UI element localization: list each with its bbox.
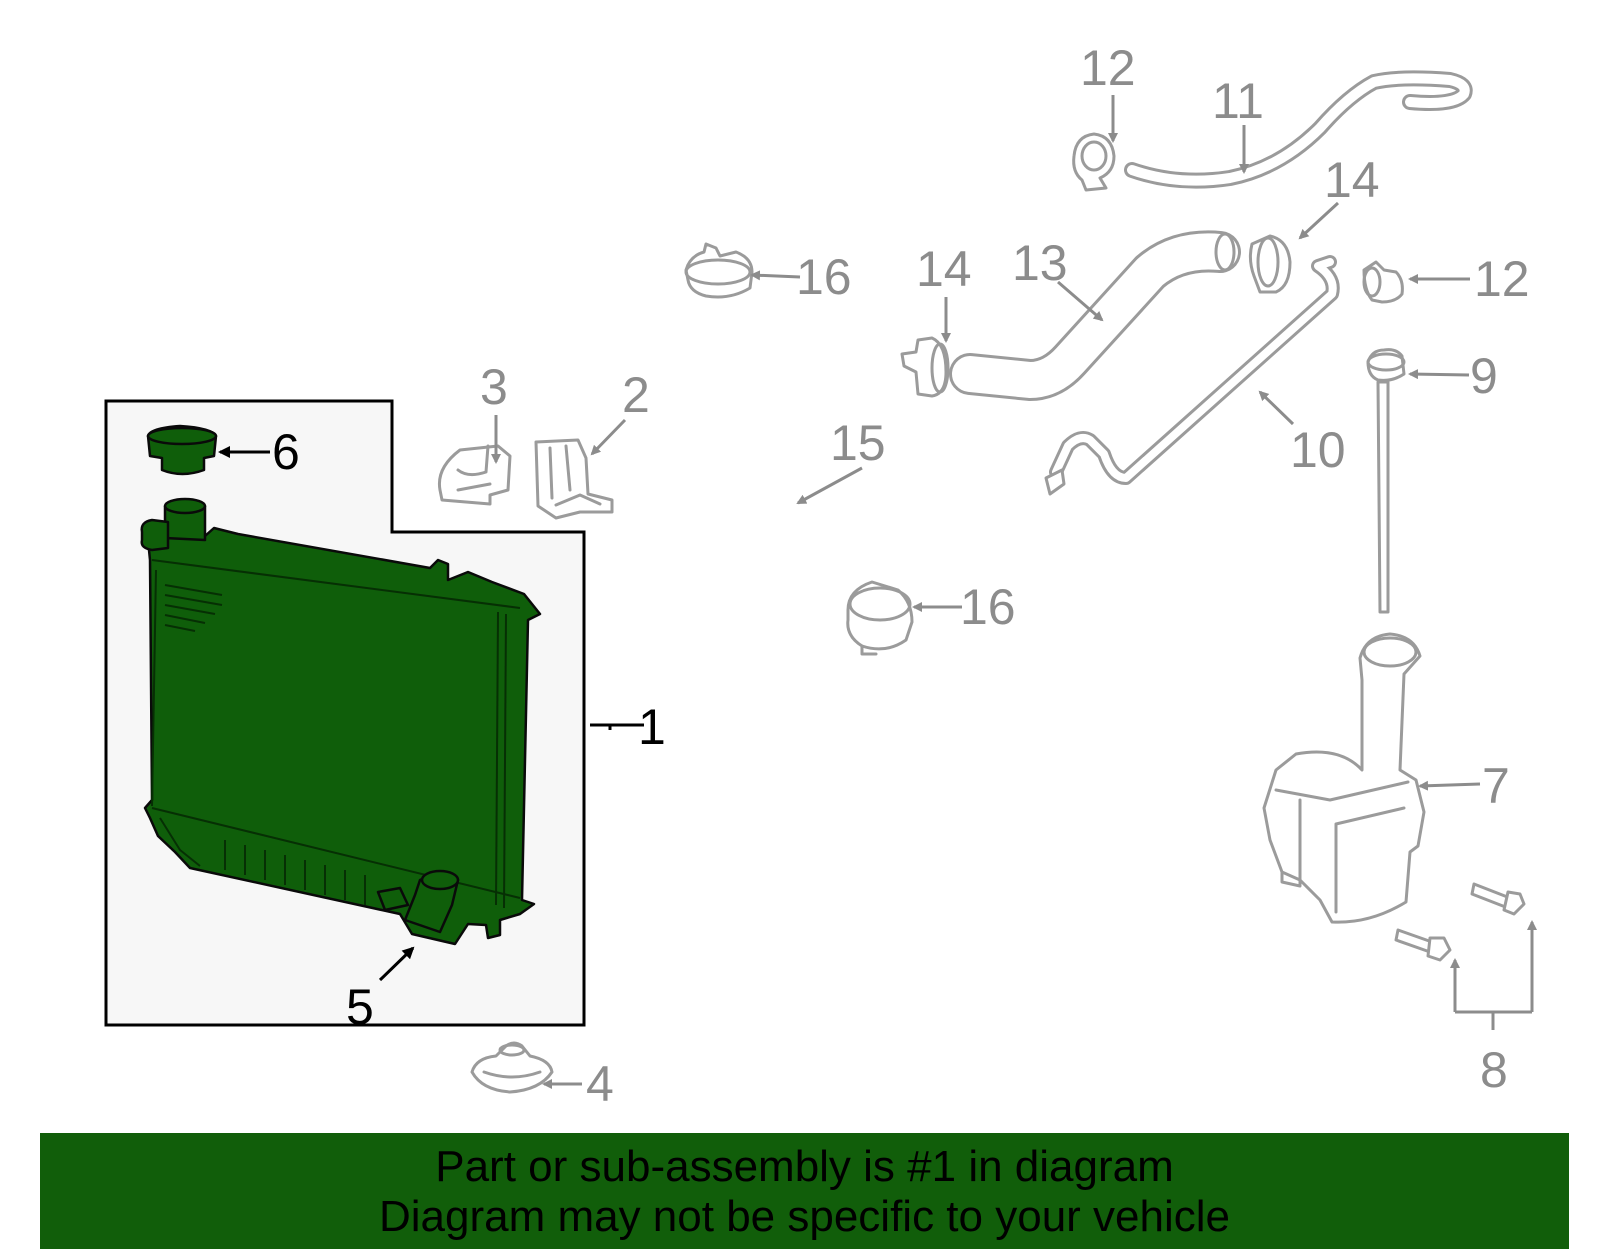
callout-8: 8	[1480, 1042, 1508, 1098]
bracket-part-2[interactable]	[534, 438, 614, 520]
hose-part-15[interactable]	[714, 314, 848, 612]
callout-4: 4	[586, 1056, 614, 1112]
callout-16-top: 16	[796, 249, 852, 305]
callout-12-right: 12	[1474, 251, 1530, 307]
callout-5: 5	[346, 979, 374, 1035]
callout-14-left: 14	[916, 241, 972, 297]
callout-10: 10	[1290, 422, 1346, 478]
callout-9: 9	[1470, 348, 1498, 404]
banner-line-2: Diagram may not be specific to your vehi…	[378, 1192, 1231, 1241]
callout-14-right: 14	[1324, 152, 1380, 208]
clamp-part-14-left[interactable]	[900, 336, 950, 398]
bolt-part-8-left[interactable]	[1394, 928, 1452, 962]
cap-part-9[interactable]	[1366, 348, 1406, 614]
hose-part-11[interactable]	[1124, 70, 1473, 189]
callout-2: 2	[622, 367, 650, 423]
banner-line-1: Part or sub-assembly is #1 in diagram	[435, 1142, 1174, 1191]
radiator-cap-part-6[interactable]	[146, 424, 218, 476]
radiator-part-1[interactable]	[140, 497, 542, 946]
callout-16-bottom: 16	[960, 579, 1016, 635]
clamp-part-14-right[interactable]	[1248, 234, 1292, 294]
leader-lines	[218, 95, 1537, 1089]
info-banner: Part or sub-assembly is #1 in diagram Di…	[40, 1133, 1569, 1249]
callout-7: 7	[1482, 758, 1510, 814]
callout-1: 1	[638, 699, 666, 755]
callout-11: 11	[1212, 73, 1264, 129]
clamp-part-12-top[interactable]	[1072, 132, 1116, 192]
callout-15: 15	[830, 415, 886, 471]
callout-12-top: 12	[1080, 40, 1136, 96]
clamp-part-16-top[interactable]	[684, 242, 754, 299]
callout-13: 13	[1012, 235, 1068, 291]
hose-part-13[interactable]	[949, 230, 1241, 401]
tube-part-10[interactable]	[1044, 255, 1340, 496]
bracket-part-3[interactable]	[437, 444, 512, 506]
clamp-part-12-right[interactable]	[1362, 260, 1404, 304]
clamp-part-16-bottom[interactable]	[846, 580, 914, 656]
reservoir-part-7[interactable]	[1262, 632, 1426, 924]
callout-3: 3	[480, 359, 508, 415]
callout-6: 6	[272, 424, 300, 480]
insulator-part-4[interactable]	[470, 1041, 554, 1094]
outlet-part-5[interactable]	[376, 869, 460, 934]
bolt-part-8-right[interactable]	[1470, 882, 1526, 916]
